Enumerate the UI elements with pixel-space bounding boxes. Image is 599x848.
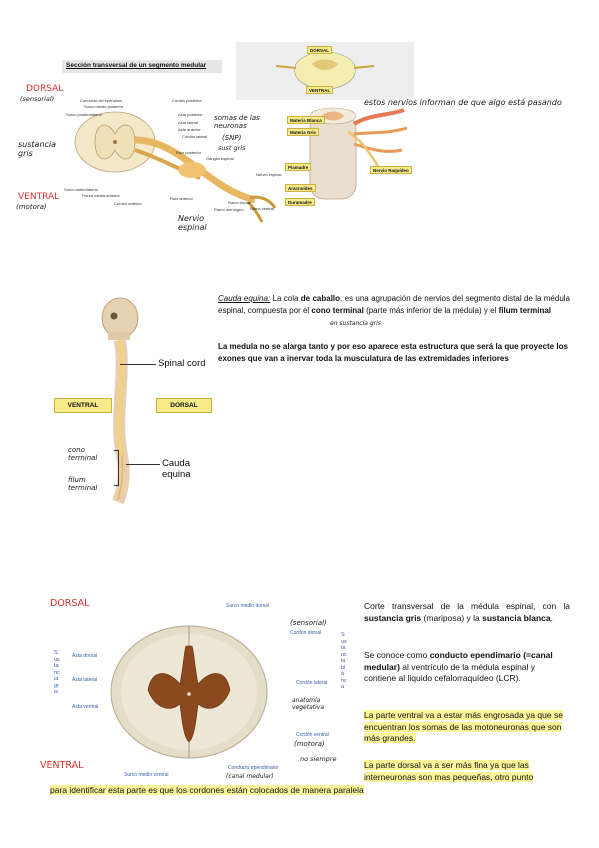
- conducto-text: Se conoce como: [364, 650, 430, 660]
- spinal-cross-photo: [110, 625, 268, 759]
- spine-illustration: [101, 297, 139, 505]
- corte-text: .: [550, 612, 553, 623]
- hw-ventral-3: VENTRAL: [40, 760, 84, 771]
- spine-dorsal-tag: DORSAL: [156, 398, 212, 413]
- layer-label: Materia Gris: [287, 128, 320, 136]
- section1-title-banner: [62, 60, 222, 73]
- cross-label: Ramo meníngeo: [214, 207, 244, 212]
- spine-ventral-tag: VENTRAL: [54, 398, 112, 413]
- label-surco-ventral: Surco medio ventral: [124, 772, 169, 778]
- cross-label: Cordón posterior: [172, 98, 202, 103]
- section1-title: Sección transversal de un segmento medul…: [66, 62, 207, 69]
- label-cordon-ventral: Cordón ventral: [296, 732, 329, 738]
- cauda-text: La cola: [270, 294, 301, 303]
- corte-text: (mariposa) y la: [421, 612, 483, 623]
- cross-section-illustration: [74, 111, 277, 223]
- hw-motora: (motora): [294, 740, 325, 748]
- cauda-paragraph: Cauda equina: La cola de caballo, es una…: [218, 293, 570, 316]
- medula-paragraph: La medula no se alarga tanto y por eso a…: [218, 342, 568, 363]
- hw-anatomia: anatomía vegetativa: [292, 697, 325, 711]
- layer-label: Materia Blanca: [287, 116, 325, 124]
- cross-label: Surco medio posterior: [84, 104, 124, 109]
- cauda-bold: cono terminal: [311, 305, 364, 315]
- side-label-sustancia-gris: Sustancia gris: [54, 650, 60, 695]
- corte-paragraph: Corte transversal de la médula espinal, …: [364, 601, 570, 624]
- cross-label: Raíz posterior: [176, 150, 201, 155]
- spinal-cord-label: Spinal cord: [158, 358, 206, 369]
- layer-label: Piamadre: [285, 163, 312, 171]
- label-surco-dorsal: Surco medio dorsal: [226, 603, 270, 609]
- corte-bold: sustancia blanca: [482, 612, 551, 623]
- cross-label: Asta anterior: [178, 127, 201, 132]
- hw-dorsal-sub: (sensorial): [20, 95, 55, 103]
- ventral-paragraph: La parte ventral va a estar más engrosad…: [364, 710, 570, 745]
- hw-sustancia-gris: sustancia gris: [18, 140, 57, 158]
- conducto-paragraph: Se conoce como conducto ependimario (=ca…: [364, 650, 568, 685]
- hw-snp: (SNP): [222, 134, 242, 142]
- orientation-ventral: VENTRAL: [306, 86, 334, 94]
- label-cordon-dorsal: Cordón dorsal: [290, 630, 322, 636]
- cross-label: Surco anterolateral: [64, 187, 98, 192]
- corte-text: Corte transversal de la médula espinal, …: [364, 601, 570, 611]
- cross-label: Fisura media anterior: [82, 193, 120, 198]
- cross-label: Ramo dorsal: [228, 200, 251, 205]
- hw-cono: cono terminal: [68, 446, 98, 462]
- cauda-term: Cauda equina:: [218, 294, 271, 303]
- dorsal-highlight: La parte dorsal va a ser más fina ya que…: [364, 760, 534, 782]
- hw-ventral-sub: (motora): [16, 203, 47, 211]
- hw-nota: estos nervios informan de que algo está …: [364, 98, 562, 107]
- cross-label: Asta lateral: [178, 120, 199, 125]
- dorsal-highlight-end: para identificar esta parte es que los c…: [50, 785, 364, 795]
- conducto-bold: conducto ependimario (=canal medular): [364, 650, 553, 672]
- hw-dorsal-3: DORSAL: [50, 598, 90, 609]
- cross-label: Raíz anterior: [170, 196, 193, 201]
- cross-label: Ganglio espinal: [206, 156, 234, 161]
- hw-sensorial: (sensorial): [290, 619, 327, 627]
- cross-label: Surco posterolateral: [66, 112, 102, 117]
- cross-label: Cordón lateral: [182, 134, 208, 139]
- label-asta-ventral: Asta ventral: [72, 704, 99, 710]
- dorsal-paragraph-end: para identificar esta parte es que los c…: [50, 785, 570, 797]
- label-asta-lateral: Asta lateral: [72, 677, 98, 683]
- layer-label: Nervio Raquídeo: [370, 166, 412, 174]
- hw-filum: filum terminal: [68, 476, 98, 492]
- conducto-text: al ventrículo de la médula espinal y con…: [364, 661, 536, 684]
- hw-en-sustancia: en sustancia gris: [330, 320, 381, 327]
- hw-dorsal: DORSAL: [26, 84, 64, 94]
- layer-label: Aracnoides: [285, 184, 316, 192]
- cross-label: Nervio espinal: [256, 172, 282, 177]
- hw-ventral: VENTRAL: [18, 192, 60, 202]
- cauda-bold: filum terminal: [498, 305, 552, 315]
- cauda-bold: de caballo: [300, 294, 341, 303]
- label-asta-dorsal: Asta dorsal: [72, 653, 98, 659]
- label-conducto: Conducto ependimario: [228, 765, 279, 771]
- cauda-pointer: [126, 464, 160, 465]
- hw-somas: somas de las neuronas: [214, 114, 260, 130]
- segment-3d-illustration: [309, 107, 408, 200]
- cross-label: Ramo ventral: [250, 206, 274, 211]
- corte-bold: sustancia gris: [364, 612, 422, 623]
- spinal-cord-pointer: [120, 364, 156, 365]
- dorsal-paragraph: La parte dorsal va a ser más fina ya que…: [364, 760, 570, 783]
- cross-label: Conducto del epéndimo: [80, 98, 123, 103]
- filum-bracket: [114, 450, 119, 486]
- ventral-highlight: La parte ventral va a estar más engrosad…: [364, 710, 563, 743]
- hw-nervio-espinal: Nervio espinal: [178, 214, 207, 232]
- hw-no-siempre: no siempre: [300, 755, 337, 763]
- cord-outline-icon: [275, 51, 375, 91]
- cauda-text: (parte más inferior de la médula) y el: [363, 305, 499, 315]
- cauda-text: , es una agrupación de nervios del segme…: [218, 294, 571, 315]
- side-label-sustancia-blanca: Sustancia blanca: [341, 632, 347, 690]
- cross-label: Cordón anterior: [114, 201, 142, 206]
- label-cordon-lateral: Cordón lateral: [296, 680, 328, 686]
- cauda-equina-label: Cauda equina: [162, 458, 191, 480]
- layer-label: Duramadre: [285, 198, 315, 206]
- cross-label: Asta posterior: [178, 112, 203, 117]
- orientation-dorsal: DORSAL: [307, 46, 332, 54]
- hw-sust-gris: sust gris: [218, 144, 246, 152]
- hw-canal: (canal medular): [226, 773, 274, 780]
